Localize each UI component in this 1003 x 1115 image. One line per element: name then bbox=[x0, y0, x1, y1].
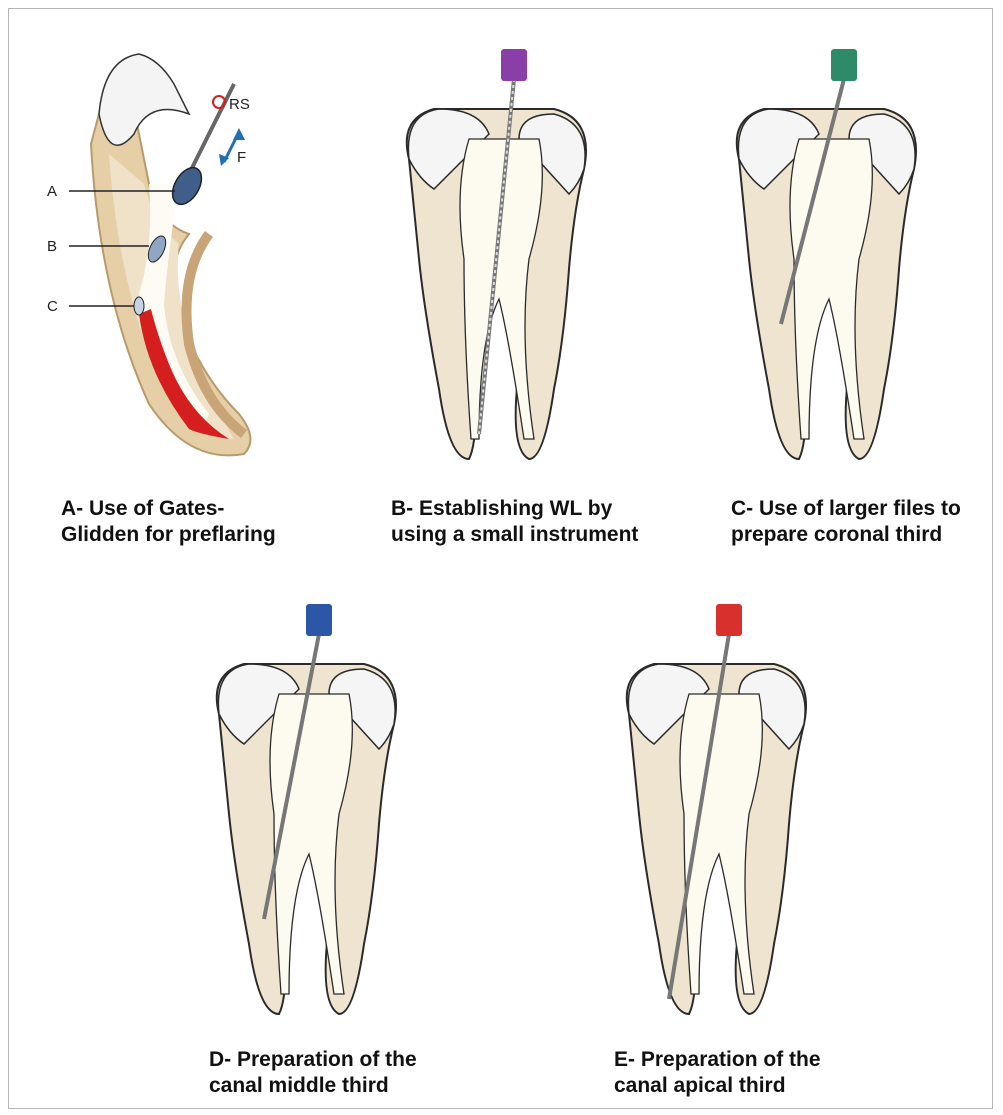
caption-e-line1: E- Preparation of the bbox=[614, 1047, 821, 1073]
caption-b-line1: B- Establishing WL by bbox=[391, 496, 638, 522]
caption-c: C- Use of larger files to prepare corona… bbox=[731, 496, 961, 548]
crown-enamel bbox=[99, 54, 189, 145]
figure-frame: A B C RS F bbox=[8, 8, 993, 1109]
caption-d-line2: canal middle third bbox=[209, 1073, 417, 1099]
file-handle-e bbox=[716, 604, 742, 636]
caption-d: D- Preparation of the canal middle third bbox=[209, 1047, 417, 1099]
label-f: F bbox=[237, 149, 246, 166]
caption-a-line2: Glidden for preflaring bbox=[61, 522, 276, 548]
label-rs: RS bbox=[229, 96, 250, 113]
caption-e-line2: canal apical third bbox=[614, 1073, 821, 1099]
molar-d bbox=[217, 604, 396, 1014]
caption-c-line1: C- Use of larger files to bbox=[731, 496, 961, 522]
caption-b-line2: using a small instrument bbox=[391, 522, 638, 548]
caption-a-line1: A- Use of Gates- bbox=[61, 496, 276, 522]
gates-shaft bbox=[189, 84, 234, 174]
label-a: A bbox=[47, 183, 57, 200]
molar-b bbox=[407, 49, 586, 459]
caption-d-line1: D- Preparation of the bbox=[209, 1047, 417, 1073]
gates-head-c bbox=[134, 297, 144, 315]
caption-b: B- Establishing WL by using a small inst… bbox=[391, 496, 638, 548]
panel-c-illustration bbox=[709, 39, 939, 469]
caption-c-line2: prepare coronal third bbox=[731, 522, 961, 548]
file-handle-b bbox=[501, 49, 527, 81]
molar-c bbox=[737, 49, 916, 459]
panel-d-illustration bbox=[189, 594, 419, 1024]
caption-a: A- Use of Gates- Glidden for preflaring bbox=[61, 496, 276, 548]
panel-a-illustration: A B C RS F bbox=[39, 44, 279, 464]
label-c: C bbox=[47, 298, 58, 315]
panel-e-illustration bbox=[599, 594, 829, 1024]
label-b: B bbox=[47, 238, 57, 255]
molar-e bbox=[627, 604, 806, 1014]
file-handle-c bbox=[831, 49, 857, 81]
caption-e: E- Preparation of the canal apical third bbox=[614, 1047, 821, 1099]
panel-b-illustration bbox=[379, 39, 609, 469]
file-handle-d bbox=[306, 604, 332, 636]
